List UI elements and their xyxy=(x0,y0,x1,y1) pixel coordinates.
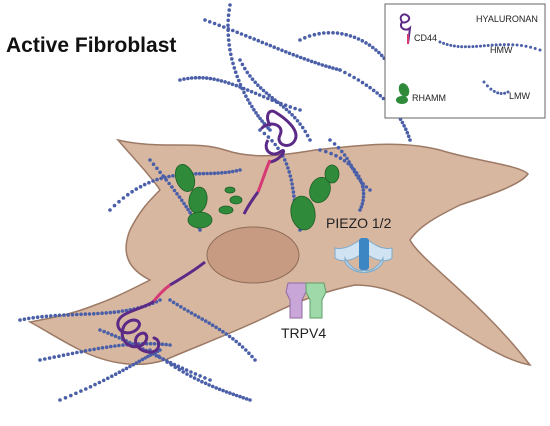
piezo-channel xyxy=(334,238,393,273)
hyaluronan-strand xyxy=(328,138,372,192)
rhamm-cluster-left xyxy=(174,164,243,229)
legend-cd44-label: CD44 xyxy=(414,33,437,43)
legend-rhamm-label: RHAMM xyxy=(412,93,446,103)
rhamm-legend-icon xyxy=(396,83,410,104)
hyaluronan-strand xyxy=(226,3,272,132)
legend-hmw-label: HMW xyxy=(490,45,513,55)
legend: CD44 HYALURONAN HMW RHAMM LMW xyxy=(384,3,546,119)
hyaluronan-strand xyxy=(203,18,342,72)
legend-hyaluronan-label: HYALURONAN xyxy=(476,14,538,24)
cd44-receptor-top xyxy=(242,109,298,215)
trpv4-label: TRPV4 xyxy=(281,325,326,341)
trpv4-channel xyxy=(285,282,327,319)
hyaluronan-strand xyxy=(58,348,162,402)
hyaluronan-strand xyxy=(238,58,312,142)
legend-lmw-strand xyxy=(482,80,510,95)
diagram-title: Active Fibroblast xyxy=(6,34,176,57)
cd44-receptor-bottom xyxy=(116,260,206,354)
nucleus xyxy=(206,226,300,284)
legend-hmw-strand xyxy=(438,40,542,52)
legend-lmw-label: LMW xyxy=(509,91,531,101)
rhamm-cluster-right xyxy=(290,164,340,231)
hyaluronan-strand xyxy=(168,298,257,362)
hyaluronan-strand xyxy=(98,328,212,382)
hyaluronan-strand xyxy=(298,31,394,72)
hyaluronan-strand xyxy=(178,75,302,112)
lmw-strand-icon xyxy=(482,80,510,95)
piezo-label: PIEZO 1/2 xyxy=(326,215,392,231)
cd44-legend-icon xyxy=(399,13,412,45)
hmw-strand-icon xyxy=(438,40,542,52)
